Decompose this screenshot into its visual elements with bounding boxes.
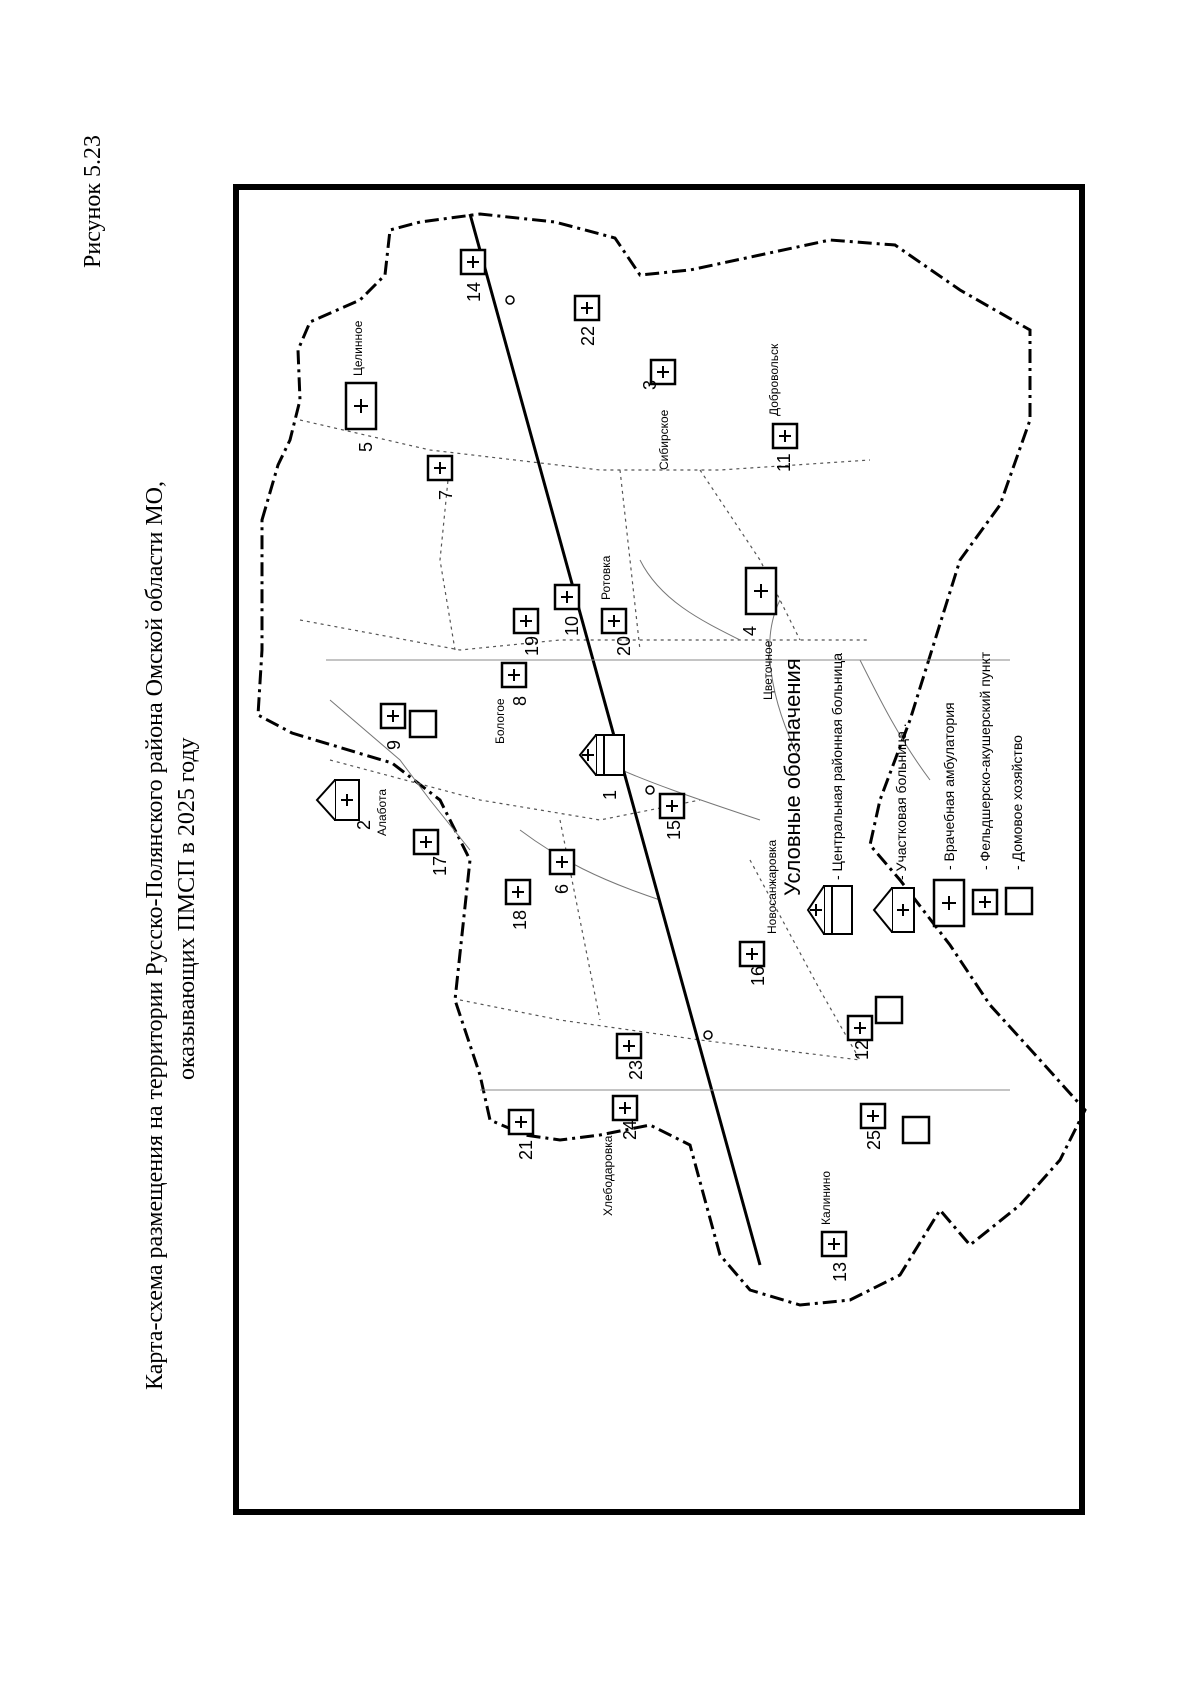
settlement-number: 3 [640, 380, 660, 390]
settlement-number: 17 [430, 856, 450, 876]
settlement-9 [379, 702, 407, 730]
legend-label: - Участковая больница . [893, 723, 909, 880]
figure-label: Рисунок 5.23 [80, 135, 106, 268]
settlement-name: Сибирское [657, 409, 671, 470]
settlement-number: 4 [740, 626, 760, 636]
settlement-name: Калинино [819, 1171, 833, 1225]
settlement-number: 14 [464, 282, 484, 302]
legend-ambulatory-icon [932, 878, 966, 928]
settlement-11 [771, 422, 799, 450]
settlement-name: Добровольск [767, 343, 781, 416]
settlement-number: 22 [578, 326, 598, 346]
station-marker [505, 295, 515, 305]
station-marker [645, 785, 655, 795]
home-care-marker-12 [874, 995, 904, 1025]
legend-label: - Центральная районная больница [829, 653, 845, 880]
settlement-number: 18 [510, 910, 530, 930]
legend-label: - Домовое хозяйство [1009, 735, 1025, 870]
settlement-number: 9 [384, 740, 404, 750]
legend-fap-icon [971, 888, 999, 916]
legend-label: - Врачебная амбулатория [941, 702, 957, 870]
settlement-20 [600, 607, 628, 635]
settlement-4 [744, 566, 778, 616]
settlement-name: Ротовка [599, 555, 613, 600]
settlement-25 [859, 1102, 887, 1130]
legend-label: - Фельдшерско-акушерский пункт [977, 651, 993, 870]
settlement-number: 2 [354, 820, 374, 830]
settlement-3 [649, 358, 677, 386]
settlement-21 [507, 1108, 535, 1136]
settlement-18 [504, 878, 532, 906]
settlement-15 [658, 792, 686, 820]
settlement-number: 23 [626, 1060, 646, 1080]
settlement-name: Цветочное [761, 640, 775, 700]
settlement-6 [548, 848, 576, 876]
settlement-name: Хлебодаровка [601, 1135, 615, 1216]
settlement-number: 13 [830, 1262, 850, 1282]
settlement-23 [615, 1032, 643, 1060]
caption-line-2: оказывающих ПМСП в 2025 году [174, 737, 200, 1080]
settlement-number: 15 [664, 820, 684, 840]
settlement-name: Новосанжаровка [765, 840, 779, 934]
settlement-24 [611, 1094, 639, 1122]
settlement-17 [412, 828, 440, 856]
legend-district-hospital-icon [872, 887, 915, 933]
internal-boundaries [299, 419, 871, 1061]
home-care-marker-9 [408, 709, 438, 739]
settlement-7 [426, 454, 454, 482]
station-marker [703, 1030, 713, 1040]
settlement-number: 25 [864, 1130, 884, 1150]
settlement-number: 11 [774, 453, 794, 472]
settlement-number: 21 [516, 1140, 536, 1160]
settlement-number: 10 [562, 616, 582, 636]
legend: Условные обозначения - Центральная район… [780, 651, 1034, 935]
settlement-19 [512, 607, 540, 635]
settlement-8 [500, 661, 528, 689]
settlement-name: Алабота [375, 789, 389, 836]
settlement-number: 7 [436, 490, 456, 500]
settlement-number: 20 [614, 636, 634, 656]
settlement-number: 6 [552, 884, 572, 894]
caption-line-1: Карта-схема размещения на территории Рус… [142, 481, 168, 1390]
legend-title: Условные обозначения [780, 658, 805, 896]
settlement-number: 8 [510, 696, 530, 706]
legend-home-care-icon [1004, 886, 1034, 916]
settlement-name: Целинное [351, 320, 365, 376]
settlement-number: 1 [600, 790, 620, 800]
settlement-2 [315, 779, 360, 821]
legend-crb-icon [806, 885, 853, 935]
settlement-number: 12 [852, 1040, 872, 1060]
settlement-number: 19 [522, 636, 542, 656]
settlement-number: 24 [620, 1120, 640, 1140]
settlement-16 [738, 940, 766, 968]
settlement-1 [578, 734, 625, 776]
settlement-12 [846, 1014, 874, 1042]
settlement-number: 5 [356, 442, 376, 452]
settlement-10 [553, 583, 581, 611]
home-care-marker-25 [901, 1115, 931, 1145]
settlement-number: 16 [748, 966, 768, 986]
settlement-name: Бологое [493, 698, 507, 744]
settlement-14 [459, 248, 487, 276]
settlement-13 [820, 1230, 848, 1258]
settlement-5 [344, 381, 378, 431]
settlement-22 [573, 294, 601, 322]
